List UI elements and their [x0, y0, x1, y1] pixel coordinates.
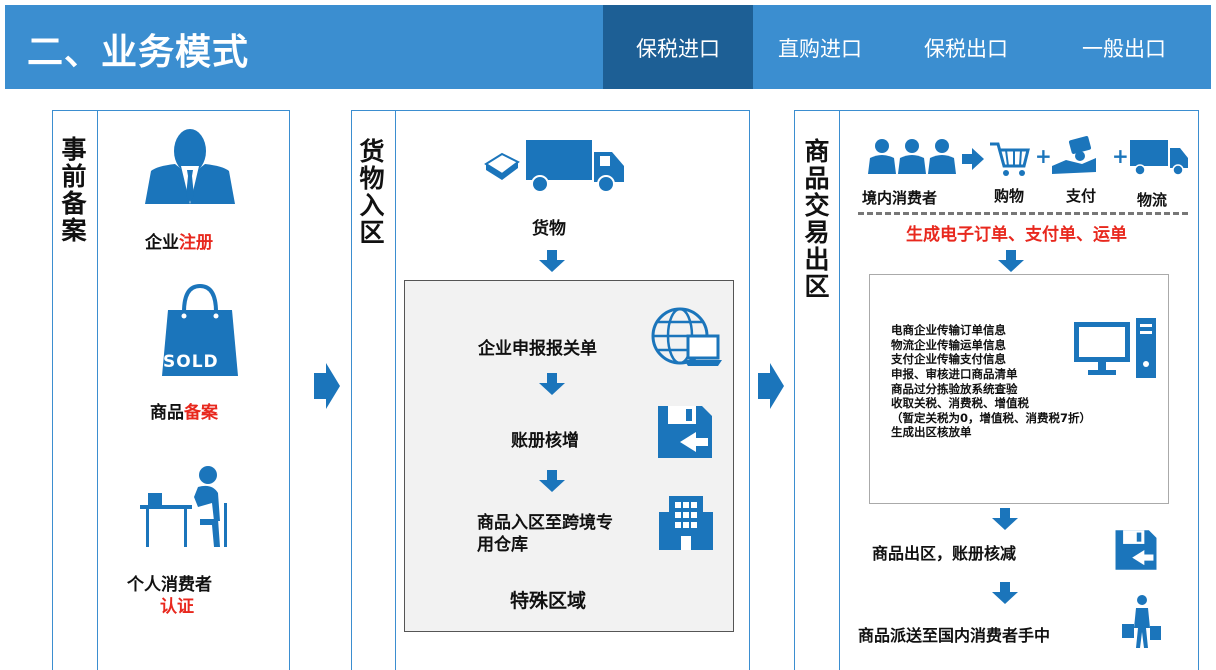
step-customs-declaration: 企业申报报关单	[478, 339, 597, 359]
payment-icon	[1052, 136, 1096, 174]
company-register-label: 企业注册	[145, 233, 213, 253]
flow-label-logistics: 物流	[1137, 191, 1168, 209]
label-pre-filing: 事前备案	[61, 135, 87, 245]
consumer-label: 个人消费者	[127, 575, 212, 595]
process-line-7: （暂定关税为0，增值税、消费税7折）	[891, 411, 1092, 425]
globe-laptop-icon	[651, 307, 722, 366]
tab-general-export[interactable]: 一般出口	[1082, 37, 1166, 61]
sold-badge-text: SOLD	[163, 352, 219, 372]
tab-bonded-import[interactable]: 保税进口	[603, 5, 753, 89]
shopping-cart-icon	[990, 142, 1030, 176]
plus-sign-2: +	[1112, 144, 1129, 168]
label-goods-entry: 货物入区	[359, 137, 385, 247]
truck-icon	[526, 140, 624, 193]
ledger-floppy-icon	[658, 406, 712, 458]
ledger-floppy-icon-2	[1115, 530, 1157, 570]
down-arrow-icon-4	[998, 250, 1024, 272]
panel-trade-exit-sidebar	[794, 110, 840, 670]
computer-icon	[1074, 318, 1156, 378]
page-title: 二、业务模式	[27, 32, 250, 73]
exit-ledger-label: 商品出区，账册核减	[872, 544, 1017, 563]
step-ledger-increase: 账册核增	[511, 431, 579, 451]
tab-direct-import[interactable]: 直购进口	[778, 37, 862, 61]
down-arrow-icon	[539, 250, 565, 272]
tab-bonded-export[interactable]: 保税出口	[924, 37, 1008, 61]
shopper-icon	[1122, 595, 1161, 648]
dashed-divider	[858, 212, 1188, 215]
process-line-4: 申报、审核进口商品清单	[891, 367, 1018, 381]
panel-goods-entry	[351, 110, 750, 670]
logistics-truck-icon	[1130, 140, 1188, 176]
down-arrow-icon-5	[992, 508, 1018, 530]
consumers-group-icon	[868, 139, 956, 174]
label-trade-exit: 商品交易出区	[804, 137, 830, 301]
process-line-2: 物流企业传输运单信息	[891, 338, 1006, 352]
flow-label-payment: 支付	[1066, 187, 1097, 205]
right-arrow-icon	[962, 148, 984, 170]
building-icon	[659, 496, 713, 550]
goods-label: 货物	[532, 219, 566, 239]
product-filing-label: 商品备案	[150, 403, 218, 423]
package-icon	[484, 152, 520, 180]
process-line-8: 生成出区核放单	[891, 425, 972, 439]
process-line-1: 电商企业传输订单信息	[891, 323, 1006, 337]
special-zone-title: 特殊区域	[510, 590, 587, 612]
certification-label: 认证	[160, 597, 194, 617]
flow-arrow-right-icon	[314, 363, 340, 409]
flow-label-shopping: 购物	[994, 187, 1025, 205]
generated-documents-label: 生成电子订单、支付单、运单	[906, 225, 1127, 245]
panel-trade-exit	[794, 110, 1199, 670]
process-line-6: 收取关税、消费税、增值税	[891, 396, 1029, 410]
down-arrow-icon-6	[992, 582, 1018, 604]
process-line-5: 商品过分拣验放系统查验	[891, 382, 1018, 396]
customs-process-box	[869, 274, 1169, 504]
shopping-bag-icon	[162, 283, 238, 376]
panel-pre-filing-sidebar	[52, 110, 98, 670]
plus-sign: +	[1035, 144, 1052, 168]
step-warehouse-entry: 商品入区至跨境专	[477, 513, 613, 533]
flow-arrow-right-icon-2	[758, 363, 784, 409]
process-line-3: 支付企业传输支付信息	[891, 352, 1006, 366]
businessman-icon	[145, 129, 235, 204]
panel-pre-filing	[52, 110, 290, 670]
person-at-desk-icon	[140, 466, 227, 547]
down-arrow-icon-3	[539, 470, 565, 492]
header-bar: 二、业务模式 保税进口 直购进口 保税出口 一般出口	[5, 5, 1211, 89]
delivery-label: 商品派送至国内消费者手中	[858, 626, 1051, 645]
flow-label-consumer: 境内消费者	[862, 189, 938, 207]
panel-goods-entry-sidebar	[351, 110, 396, 670]
down-arrow-icon-2	[539, 373, 565, 395]
step-warehouse-entry-2: 用仓库	[477, 535, 528, 555]
